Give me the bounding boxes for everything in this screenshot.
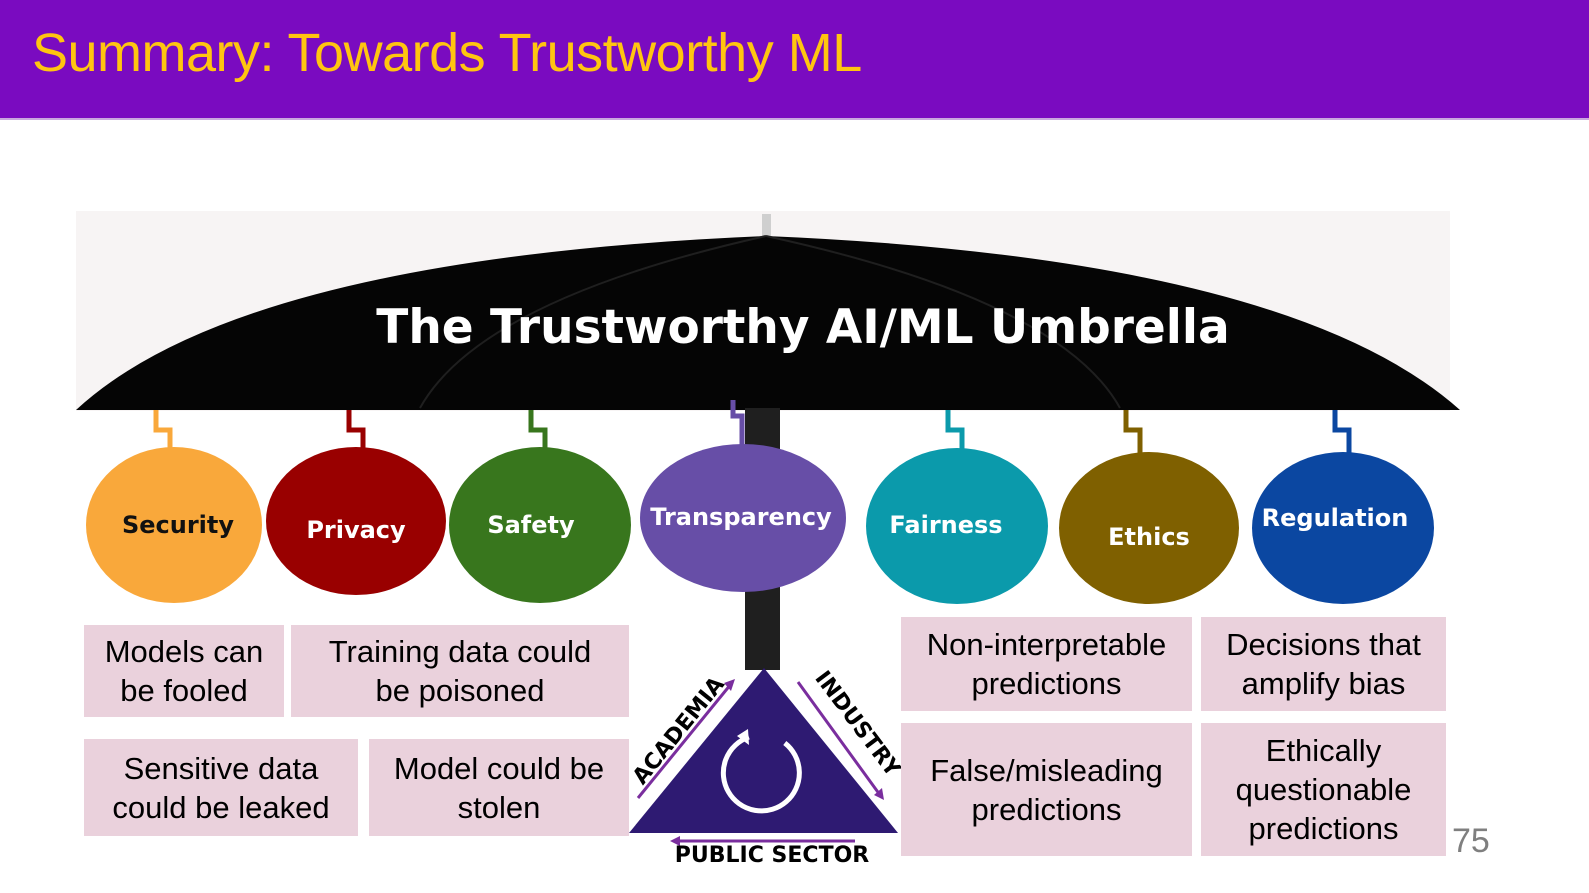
cycle-arrowhead xyxy=(737,729,749,745)
pillar-hooks xyxy=(153,400,1352,455)
hook-ethics xyxy=(1123,410,1143,455)
pillar-transparency-label: Transparency xyxy=(650,503,832,531)
umbrella-tip xyxy=(762,214,771,236)
issue-ethically-questionable-predictions: Ethically questionable predictions xyxy=(1201,723,1446,856)
hook-security xyxy=(153,410,173,450)
umbrella-base: ACADEMIA INDUSTRY PUBLIC SECTOR xyxy=(628,667,905,868)
industry-arrowhead xyxy=(874,788,884,800)
public-sector-arrowhead xyxy=(670,836,680,846)
academia-arrowhead xyxy=(724,679,735,691)
pillar-regulation-circle xyxy=(1252,452,1434,604)
issue-training-data-poisoned: Training data could be poisoned xyxy=(291,625,629,717)
academia-arrow xyxy=(636,683,733,799)
pillar-fairness-circle xyxy=(866,448,1048,604)
issue-decisions-amplify-bias: Decisions that amplify bias xyxy=(1201,617,1446,711)
base-triangle xyxy=(629,668,898,833)
cycle-icon xyxy=(720,734,802,814)
issue-false-misleading-predictions: False/misleading predictions xyxy=(901,723,1192,856)
industry-arrow xyxy=(796,681,882,796)
hook-privacy xyxy=(346,410,366,450)
pillar-fairness-label: Fairness xyxy=(889,511,1002,539)
pillar-ethics-circle xyxy=(1059,452,1239,604)
pillar-privacy-circle xyxy=(266,447,446,595)
slide-title: Summary: Towards Trustworthy ML xyxy=(32,23,862,83)
page-number: 75 xyxy=(1452,822,1490,860)
pillar-ethics-label: Ethics xyxy=(1108,523,1190,551)
pillar-security-label: Security xyxy=(122,511,234,539)
pillar-regulation-label: Regulation xyxy=(1262,504,1409,532)
umbrella-rib-right xyxy=(765,235,1121,409)
pillar-safety-circle xyxy=(449,447,631,603)
hook-fairness xyxy=(945,410,965,452)
pillars: Security Privacy Safety Transparency Fai… xyxy=(86,444,1434,604)
umbrella-canopy xyxy=(76,236,1460,410)
pillar-transparency-circle xyxy=(640,444,846,592)
issue-models-fooled: Models can be fooled xyxy=(84,625,284,717)
issue-sensitive-data-leaked: Sensitive data could be leaked xyxy=(84,739,358,836)
hook-safety xyxy=(528,410,548,450)
pillar-security-circle xyxy=(86,447,262,603)
umbrella-heading: The Trustworthy AI/ML Umbrella xyxy=(376,300,1229,355)
pillar-safety-label: Safety xyxy=(487,511,575,539)
issue-model-stolen: Model could be stolen xyxy=(369,739,629,836)
hook-transparency xyxy=(730,400,745,446)
issue-non-interpretable-predictions: Non-interpretable predictions xyxy=(901,617,1192,711)
pillar-privacy-label: Privacy xyxy=(306,516,406,544)
hook-regulation xyxy=(1332,410,1352,455)
umbrella-rib-left xyxy=(419,235,767,409)
slide-header: Summary: Towards Trustworthy ML xyxy=(0,0,1589,120)
public-sector-label: PUBLIC SECTOR xyxy=(675,843,869,868)
